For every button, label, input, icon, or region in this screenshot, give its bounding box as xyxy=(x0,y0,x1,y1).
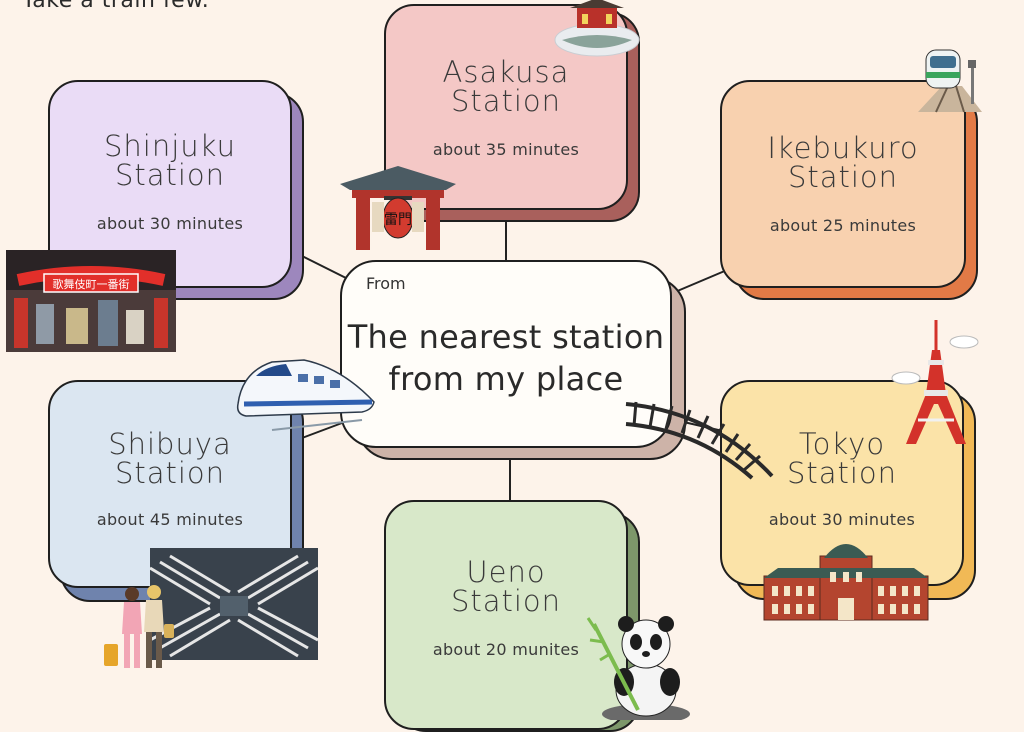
top-caption: Take a train few. xyxy=(22,0,210,13)
shinjuku-time: about 30 minutes xyxy=(96,214,244,233)
ikebukuro-time: about 25 minutes xyxy=(769,216,917,235)
travelers-illustration xyxy=(104,585,174,668)
asakusa-time: about 35 minutes xyxy=(432,140,580,159)
ueno-time: about 20 munites xyxy=(432,640,580,659)
kabukicho-sign-text: 歌舞伎町一番街 xyxy=(53,277,130,291)
railway-track-illustration xyxy=(625,401,774,480)
shinkansen-illustration xyxy=(236,359,375,431)
kaminarimon-gate-illustration: 雷門 xyxy=(340,166,456,250)
tokyo-time: about 30 minutes xyxy=(768,510,916,529)
shibuya-crossing-photo xyxy=(150,548,318,660)
tokyo-tower-illustration xyxy=(891,320,979,444)
panda-illustration xyxy=(586,616,690,720)
kabukicho-street-photo: 歌舞伎町一番街 xyxy=(6,250,176,352)
lantern-text: 雷門 xyxy=(384,212,412,228)
shrine-sticker-illustration xyxy=(554,0,640,57)
tokyo-station-building-illustration xyxy=(763,544,929,621)
train-front-illustration xyxy=(918,49,982,113)
from-label: From xyxy=(366,274,406,293)
shibuya-time: about 45 minutes xyxy=(96,510,244,529)
